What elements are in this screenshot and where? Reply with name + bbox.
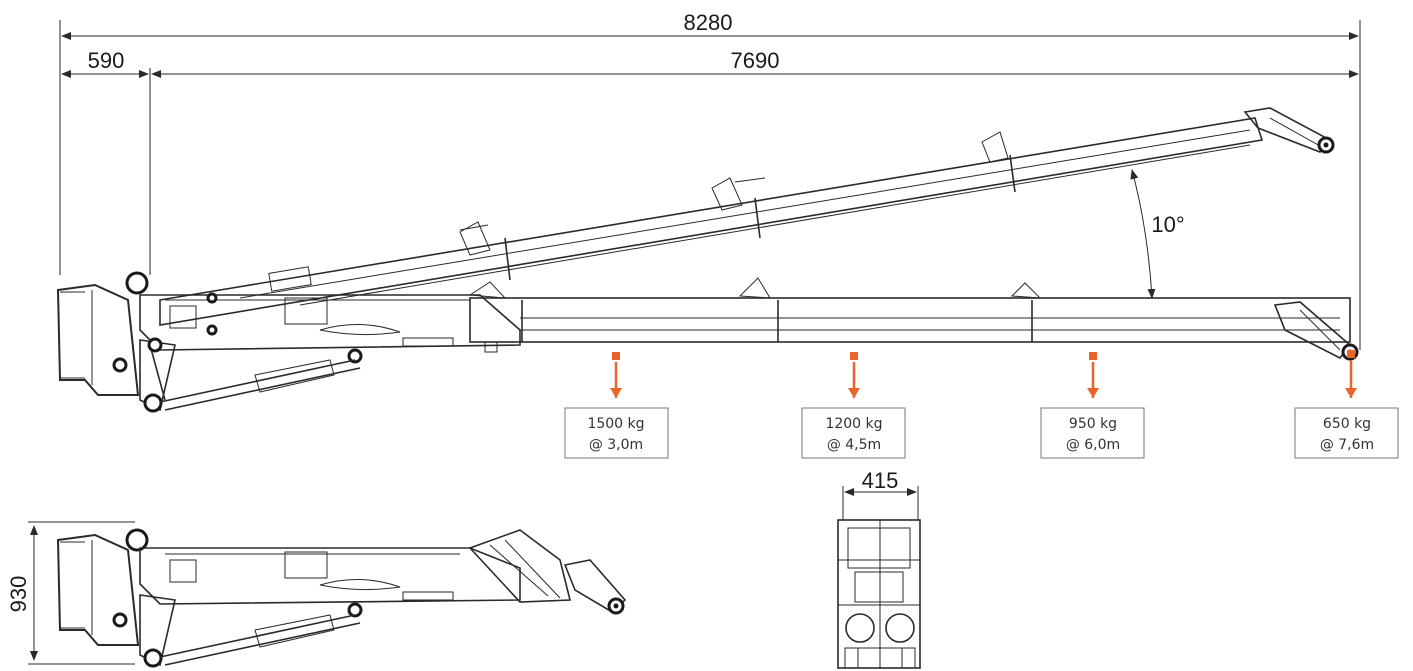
load-marker-1: 1500 kg @ 3,0m [564,352,669,459]
stowed-crane-view [56,528,627,668]
dimension-boom-angle: 10° [1130,169,1185,299]
load-marker-3: 950 kg @ 6,0m [1040,352,1145,459]
front-view [837,519,921,669]
load-radius: @ 3,0m [589,437,643,453]
load-radius: @ 4,5m [827,437,881,453]
raised-boom [159,107,1335,326]
load-radius: @ 6,0m [1066,437,1120,453]
load-label-box [1294,407,1399,459]
boom-angle-label: 10° [1151,212,1184,237]
transport-height-label: 930 [6,576,31,613]
load-weight: 1200 kg [825,416,882,432]
dimension-width: 415 [842,468,919,520]
boom-reach-label: 7690 [731,48,780,73]
overall-length-label: 8280 [684,10,733,35]
dimension-base-offset: 590 [61,48,151,275]
dimension-transport-height: 930 [6,521,135,665]
width-label: 415 [862,468,899,493]
load-label-box [1040,407,1145,459]
load-radius: @ 7,6m [1320,437,1374,453]
dimension-boom-reach: 7690 [151,48,1359,78]
load-label-box [564,407,669,459]
load-marker-2: 1200 kg @ 4,5m [801,352,906,459]
load-weight: 1500 kg [587,416,644,432]
load-marker-4: 650 kg @ 7,6m [1294,350,1399,459]
base-offset-label: 590 [88,48,125,73]
load-weight: 950 kg [1069,416,1117,432]
dimension-overall-length: 8280 [59,10,1361,350]
load-label-box [801,407,906,459]
horizontal-boom [56,271,1359,413]
load-weight: 650 kg [1323,416,1371,432]
